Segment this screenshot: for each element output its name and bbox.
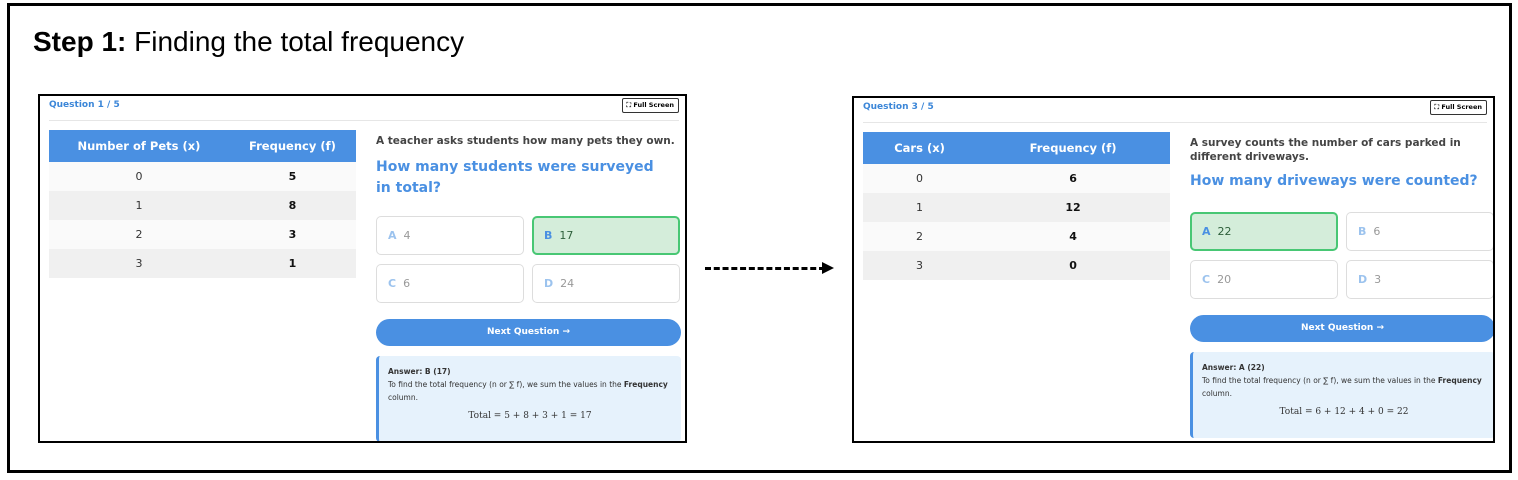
step-heading: Step 1: Finding the total frequency — [33, 26, 464, 58]
option-value: 6 — [403, 277, 411, 290]
divider — [863, 122, 1487, 123]
option-c[interactable]: C 20 — [1190, 260, 1338, 299]
option-letter: B — [1358, 225, 1367, 238]
answer-text-part: column. — [1202, 389, 1232, 398]
answer-text-part: column. — [388, 393, 418, 402]
step-label: Step 1: — [33, 26, 127, 57]
option-value: 20 — [1217, 273, 1232, 286]
option-value: 3 — [1374, 273, 1382, 286]
value-cell: 0 — [49, 162, 229, 191]
option-b[interactable]: B 17 — [532, 216, 680, 255]
next-question-button[interactable]: Next Question → — [1190, 315, 1493, 342]
question-context: A survey counts the number of cars parke… — [1190, 137, 1461, 163]
frequency-cell: 3 — [228, 220, 356, 249]
value-cell: 1 — [49, 191, 229, 220]
option-value: 6 — [1373, 225, 1381, 238]
frequency-cell: 1 — [228, 249, 356, 278]
option-letter: C — [388, 277, 397, 290]
answer-text: To find the total frequency (n or ∑ f), … — [388, 378, 672, 404]
frequency-cell: 5 — [228, 162, 356, 191]
answer-text-part: To find the total frequency (n or ∑ f), … — [1202, 376, 1438, 385]
frequency-cell: 6 — [976, 164, 1170, 193]
option-letter: A — [1202, 225, 1211, 238]
option-letter: D — [544, 277, 554, 290]
next-question-button[interactable]: Next Question → — [376, 319, 681, 346]
full-screen-button[interactable]: ⛶ Full Screen — [1429, 100, 1487, 115]
option-letter: D — [1358, 273, 1368, 286]
answer-equation: Total = 6 + 12 + 4 + 0 = 22 — [1279, 407, 1409, 417]
question-text: How many students were surveyed in total… — [376, 159, 654, 196]
divider — [49, 120, 679, 121]
quiz-screenshot-question-1: Question 1 / 5 ⛶ Full Screen Number of P… — [38, 94, 687, 443]
option-letter: B — [544, 229, 553, 242]
value-cell: 3 — [863, 251, 977, 280]
frequency-cell: 12 — [976, 193, 1170, 222]
option-a[interactable]: A 22 — [1190, 212, 1338, 251]
option-d[interactable]: D 24 — [532, 264, 680, 303]
answer-text: To find the total frequency (n or ∑ f), … — [1202, 374, 1486, 400]
value-cell: 1 — [863, 193, 977, 222]
question-counter: Question 1 / 5 — [49, 100, 120, 110]
frequency-cell: 8 — [228, 191, 356, 220]
figure-frame — [7, 3, 1512, 473]
column-header-frequency: Frequency (f) — [976, 132, 1170, 164]
option-letter: C — [1202, 273, 1211, 286]
option-value: 22 — [1217, 225, 1232, 238]
answer-text-part: To find the total frequency (n or ∑ f), … — [388, 380, 624, 389]
question-text: How many driveways were counted? — [1190, 173, 1478, 189]
frequency-cell: 0 — [976, 251, 1170, 280]
option-value: 24 — [560, 277, 575, 290]
column-header-value: Cars (x) — [863, 132, 977, 164]
question-context: A teacher asks students how many pets th… — [376, 135, 675, 147]
answer-equation: Total = 5 + 8 + 3 + 1 = 17 — [468, 411, 592, 421]
answer-bold: Frequency — [1437, 376, 1482, 385]
value-cell: 2 — [863, 222, 977, 251]
answer-explanation: Answer: B (17) To find the total frequen… — [376, 356, 681, 441]
answer-bold: Frequency — [623, 380, 668, 389]
column-header-frequency: Frequency (f) — [228, 130, 356, 162]
step-title: Finding the total frequency — [126, 26, 465, 57]
quiz-screenshot-question-3: Question 3 / 5 ⛶ Full Screen Cars (x) Fr… — [852, 96, 1495, 443]
answer-title: Answer: B (17) — [388, 367, 451, 376]
value-cell: 2 — [49, 220, 229, 249]
question-counter: Question 3 / 5 — [863, 102, 934, 112]
column-header-value: Number of Pets (x) — [49, 130, 229, 162]
frequency-cell: 4 — [976, 222, 1170, 251]
answer-title: Answer: A (22) — [1202, 363, 1265, 372]
dashed-arrow-line — [705, 267, 825, 270]
arrow-head-icon — [822, 262, 834, 274]
value-cell: 0 — [863, 164, 977, 193]
option-value: 4 — [403, 229, 411, 242]
value-cell: 3 — [49, 249, 229, 278]
answer-explanation: Answer: A (22) To find the total frequen… — [1190, 352, 1493, 438]
full-screen-button[interactable]: ⛶ Full Screen — [621, 98, 679, 113]
option-value: 17 — [559, 229, 574, 242]
option-letter: A — [388, 229, 397, 242]
